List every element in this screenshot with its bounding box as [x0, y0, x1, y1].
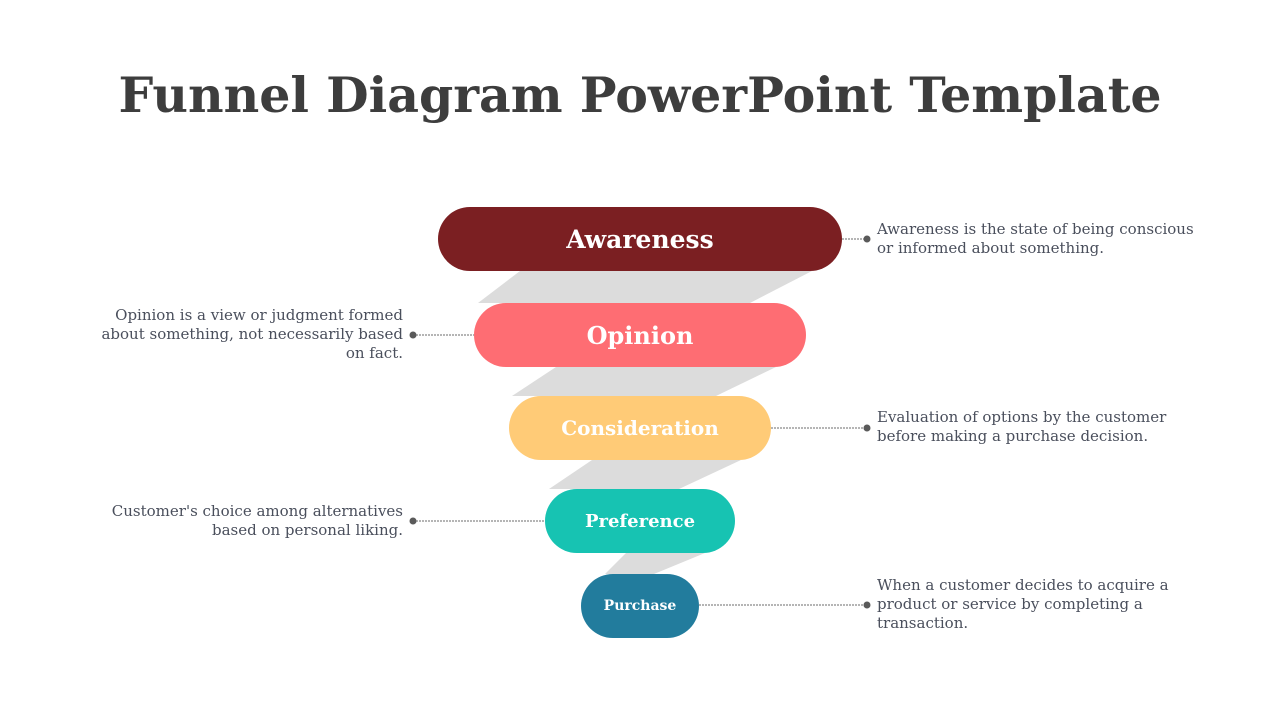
connector-opinion	[409, 331, 474, 339]
funnel-band-1	[478, 271, 812, 303]
stage-preference: Preference	[545, 489, 735, 553]
connector-awareness	[842, 235, 871, 243]
stage-consideration: Consideration	[509, 396, 771, 460]
stage-awareness: Awareness	[438, 207, 842, 271]
connector-consideration	[771, 424, 871, 432]
funnel-band-3	[549, 460, 741, 489]
stage-opinion-label: Opinion	[586, 320, 694, 350]
description-preference: Customer's choice among alternatives bas…	[111, 502, 403, 539]
stage-awareness-label: Awareness	[566, 224, 714, 254]
stage-consideration-label: Consideration	[561, 416, 719, 440]
stage-opinion: Opinion	[474, 303, 806, 367]
connector-purchase	[699, 601, 871, 609]
connector-preference	[409, 517, 545, 525]
funnel-band-2	[512, 367, 776, 396]
funnel-band-4	[605, 553, 705, 574]
description-purchase: When a customer decides to acquire a pro…	[877, 576, 1169, 632]
description-awareness: Awareness is the state of being consciou…	[877, 220, 1194, 257]
stage-purchase-label: Purchase	[603, 598, 677, 614]
slide-title: Funnel Diagram PowerPoint Template	[118, 66, 1162, 124]
stage-preference-label: Preference	[584, 510, 696, 532]
stage-purchase: Purchase	[581, 574, 699, 638]
description-opinion: Opinion is a view or judgment formed abo…	[101, 306, 403, 362]
description-consideration: Evaluation of options by the customer be…	[877, 408, 1167, 445]
